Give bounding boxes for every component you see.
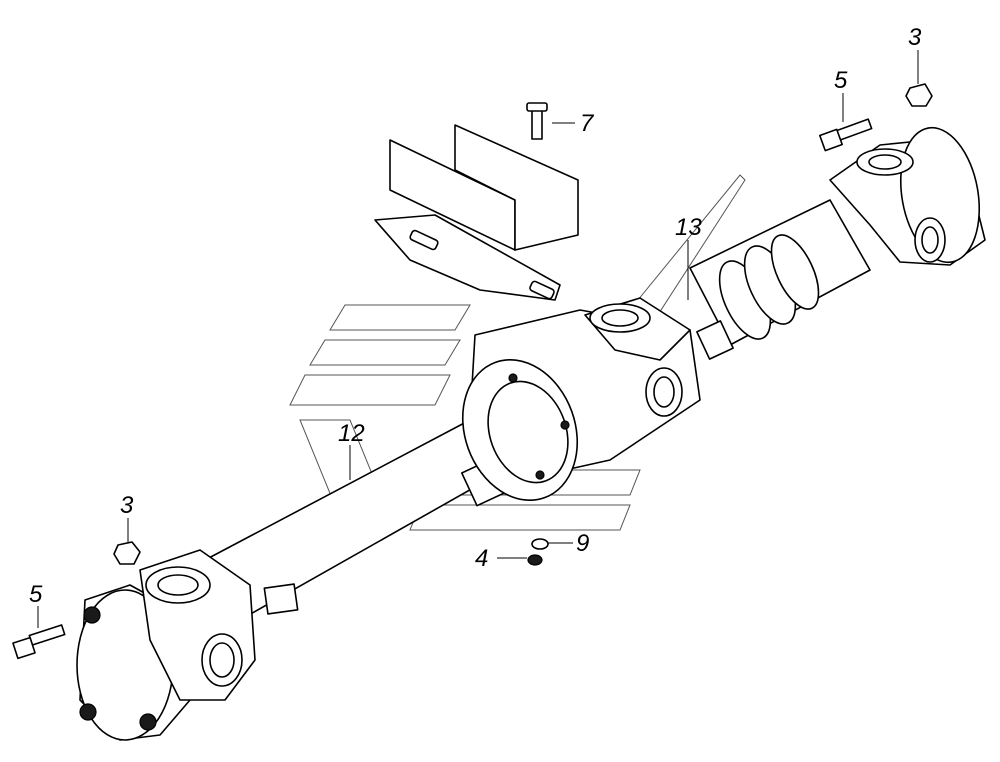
- washer-9: [531, 538, 549, 550]
- callout-13: 13: [675, 214, 702, 241]
- nut-3-top: [905, 83, 933, 107]
- bolt-7: [531, 106, 543, 140]
- front-flange-yoke: [76, 549, 256, 741]
- leader-lines: [37, 50, 919, 628]
- mounting-bracket: [374, 124, 579, 301]
- callout-5-left: 5: [29, 581, 43, 608]
- rear-flange-yoke: [829, 126, 986, 266]
- nut-3-left: [113, 541, 141, 565]
- callout-5-top: 5: [834, 67, 848, 94]
- callout-9: 9: [576, 530, 589, 557]
- shaft-tube-13: [689, 199, 871, 360]
- bolt-5-left: [28, 624, 66, 646]
- callout-7: 7: [580, 110, 595, 137]
- nut-4: [527, 554, 543, 566]
- callout-12: 12: [338, 420, 365, 447]
- callout-3-left: 3: [120, 492, 134, 519]
- callout-3-top: 3: [908, 24, 922, 51]
- fasteners: [12, 83, 933, 660]
- center-yoke-assembly: [461, 297, 701, 502]
- callout-4: 4: [475, 545, 488, 572]
- callout-labels: 3 5 7 13 12 3 9 4 5: [29, 24, 922, 608]
